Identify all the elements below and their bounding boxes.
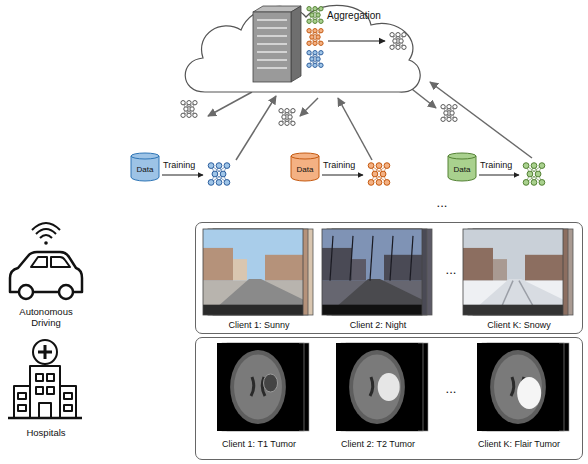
data-store: Data — [130, 152, 160, 182]
flow-arrow — [322, 175, 363, 176]
client-caption: ... — [446, 382, 457, 397]
client-caption: Client K: Snowy — [487, 320, 551, 330]
ellipsis: ... — [437, 196, 448, 211]
flow-arrow — [338, 98, 372, 160]
client-caption: Client 1: T1 Tumor — [222, 439, 296, 449]
step-label: Training — [163, 160, 195, 170]
network-icon — [307, 29, 323, 46]
flow-arrow — [208, 92, 252, 116]
network-icon — [307, 7, 323, 24]
network-icon — [523, 163, 545, 186]
hospital-icon — [8, 340, 82, 418]
client-panel: Client 1: T1 Tumor Client 2: T2 Tumor... C… — [195, 337, 583, 460]
cloud-outline — [175, 0, 425, 100]
data-label: Data — [297, 165, 314, 174]
network-icon — [390, 33, 406, 50]
car-icon — [10, 223, 82, 299]
client-caption: ... — [446, 263, 457, 278]
road-photo — [463, 229, 573, 315]
network-icon — [208, 163, 230, 186]
cloud-server: Aggregation — [175, 0, 425, 100]
network-icon — [307, 51, 323, 68]
mri-scan — [217, 343, 309, 431]
domain-label: Autonomous Driving — [10, 307, 82, 329]
road-photo — [322, 229, 432, 315]
network-icon — [279, 109, 295, 126]
client-caption: Client 2: T2 Tumor — [341, 439, 415, 449]
flow-arrow — [479, 175, 519, 176]
aggregation-arrow — [328, 40, 385, 41]
step-label: Training — [480, 160, 512, 170]
client-caption: Client K: Flair Tumor — [478, 439, 560, 449]
aggregation-label: Aggregation — [327, 10, 381, 22]
mri-scan — [336, 343, 428, 431]
flow-arrow — [162, 175, 203, 176]
network-icon — [368, 163, 390, 186]
client-panel: Client 1: Sunny Client 2: Night... Client … — [195, 222, 583, 334]
mri-scan — [477, 343, 569, 431]
domain-label: Hospitals — [26, 428, 65, 439]
server-icon — [253, 6, 301, 82]
data-store: Data — [447, 152, 477, 182]
step-label: Training — [323, 160, 355, 170]
client-caption: Client 1: Sunny — [228, 320, 289, 330]
flow-arrow — [430, 82, 532, 158]
data-label: Data — [137, 165, 154, 174]
network-icon — [181, 101, 197, 118]
data-store: Data — [290, 152, 320, 182]
road-photo — [203, 229, 313, 315]
network-icon — [441, 105, 457, 122]
data-label: Data — [454, 165, 471, 174]
flow-arrow — [236, 96, 276, 160]
flow-arrow — [300, 98, 318, 116]
client-caption: Client 2: Night — [350, 320, 407, 330]
